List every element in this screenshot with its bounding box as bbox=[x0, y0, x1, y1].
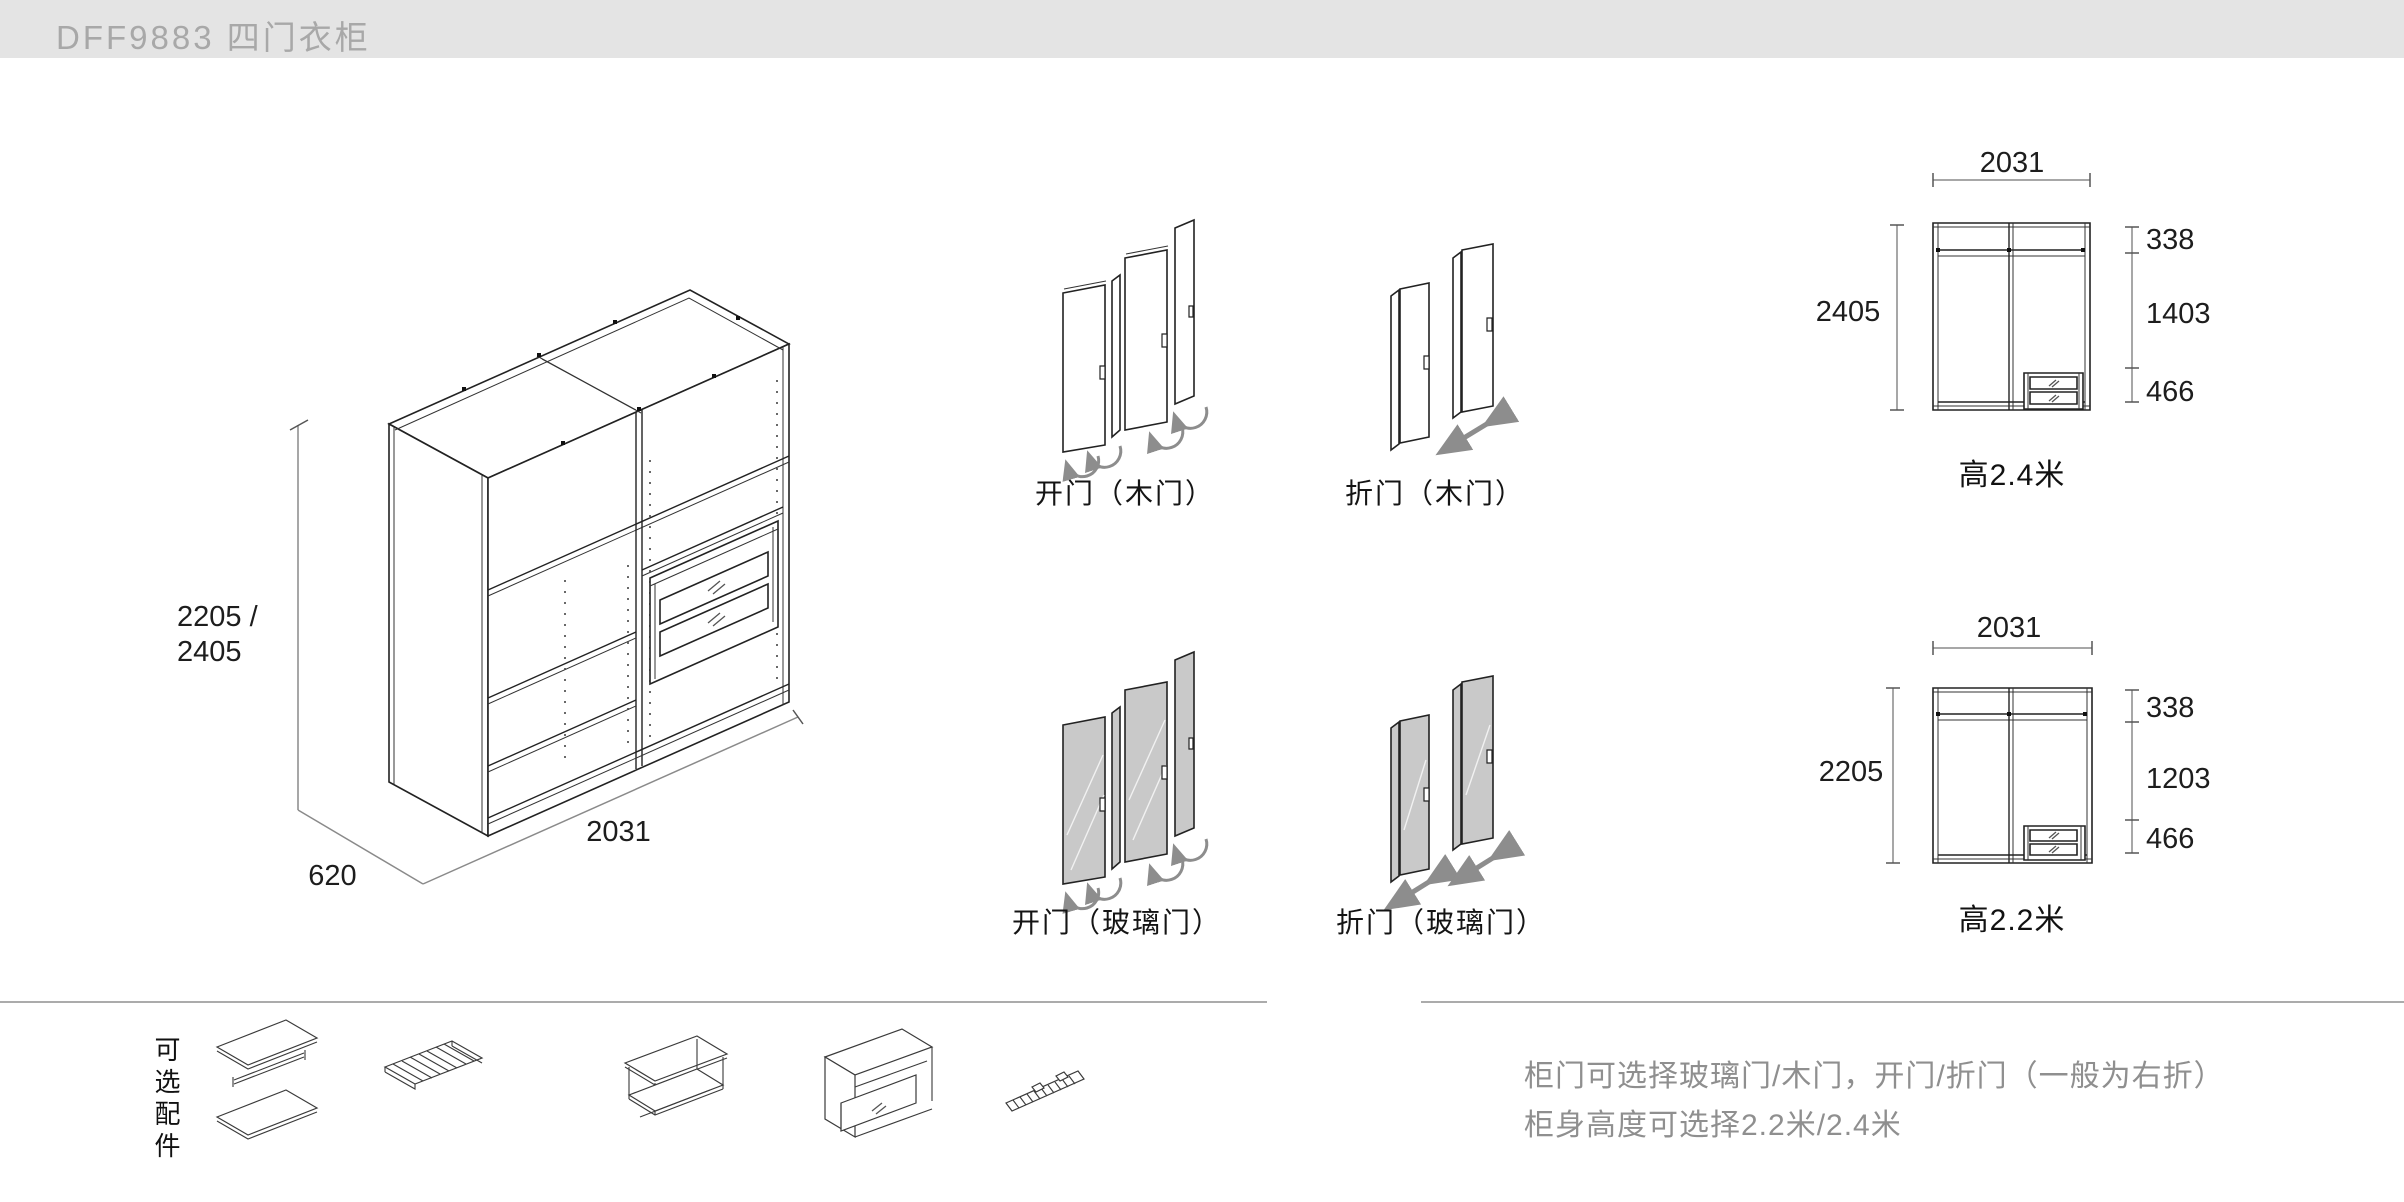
glass-drawer-front bbox=[660, 584, 768, 656]
wardrobe-front-opening bbox=[488, 344, 789, 836]
page-title: DFF9883 四门衣柜 bbox=[56, 19, 371, 56]
dimension-lines-3d bbox=[290, 420, 803, 884]
elev24-seg-top: 338 bbox=[2146, 224, 2195, 256]
dim-depth-3d: 620 bbox=[308, 860, 357, 892]
elev24-height: 2405 bbox=[1815, 296, 1881, 328]
elevation-2-4m bbox=[1780, 140, 2240, 490]
accessories-label: 可选配件 bbox=[151, 1036, 181, 1164]
elev22-seg-mid: 1203 bbox=[2146, 763, 2211, 795]
drawer-unit bbox=[2024, 373, 2083, 409]
label-folding-glass: 折门（玻璃门） bbox=[1335, 907, 1546, 938]
hinged-glass-doors bbox=[1063, 652, 1207, 914]
elev22-seg-top: 338 bbox=[2146, 692, 2195, 724]
elev22-height: 2205 bbox=[1818, 756, 1884, 788]
elev22-seg-bottom: 466 bbox=[2146, 823, 2195, 855]
dim-width-3d: 2031 bbox=[586, 816, 651, 848]
hinged-wood-doors bbox=[1063, 220, 1207, 482]
elev24-seg-bottom: 466 bbox=[2146, 376, 2195, 408]
folding-glass-doors bbox=[1383, 676, 1526, 911]
dimension-lines bbox=[1886, 641, 2139, 863]
glass-drawer-front bbox=[660, 552, 768, 624]
accessory-drawer-unit bbox=[825, 1029, 932, 1137]
accessory-open-shelf-unit bbox=[625, 1036, 727, 1117]
accessory-tie-rack bbox=[1006, 1071, 1084, 1111]
elev22-caption: 高2.2米 bbox=[1958, 904, 2066, 937]
elevation-2-2m bbox=[1780, 600, 2240, 940]
label-hinged-wood: 开门（木门） bbox=[1034, 478, 1215, 509]
accessory-slat-rack bbox=[385, 1041, 482, 1089]
wardrobe-3d-drawing bbox=[150, 150, 850, 960]
divider-line-right bbox=[1421, 1001, 2404, 1003]
header-bar: DFF9883 四门衣柜 bbox=[0, 0, 2404, 58]
dim-height-3d-line2: 2405 bbox=[177, 636, 242, 668]
drawer-unit bbox=[2024, 826, 2085, 860]
folding-wood-doors bbox=[1391, 244, 1520, 456]
label-folding-wood: 折门（木门） bbox=[1344, 478, 1525, 509]
dim-height-3d-line1: 2205 / bbox=[177, 601, 258, 633]
wardrobe-left-panel bbox=[389, 424, 488, 836]
elev22-width: 2031 bbox=[1976, 612, 2042, 644]
accessories-sketches bbox=[200, 1005, 1110, 1200]
label-hinged-glass: 开门（玻璃门） bbox=[1011, 907, 1222, 938]
elev24-caption: 高2.4米 bbox=[1958, 459, 2066, 492]
accessory-shelves-rod bbox=[217, 1020, 317, 1139]
divider-line-left bbox=[0, 1001, 1267, 1003]
elev24-width: 2031 bbox=[1979, 147, 2045, 179]
door-options-diagrams bbox=[1020, 180, 1526, 914]
fold-arrow bbox=[1435, 396, 1520, 456]
dimension-lines bbox=[1890, 173, 2139, 410]
note-height: 柜身高度可选择2.2米/2.4米 bbox=[1524, 1109, 1902, 1142]
elev24-seg-mid: 1403 bbox=[2146, 298, 2211, 330]
note-doors: 柜门可选择玻璃门/木门，开门/折门（一般为右折） bbox=[1524, 1060, 2225, 1093]
